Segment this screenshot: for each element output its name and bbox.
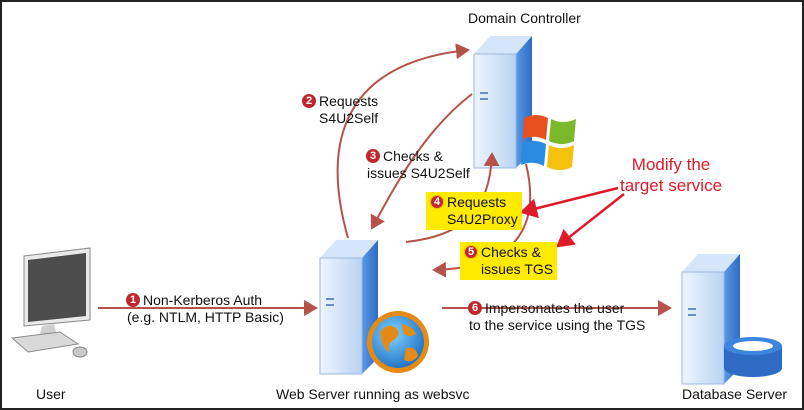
step-text-line1: Requests — [319, 93, 379, 109]
step-text-line2: issues TGS — [481, 261, 554, 277]
step-2-label: 2 Requests S4U2Self — [302, 93, 378, 127]
server-icon — [319, 240, 378, 375]
step-badge: 3 — [366, 149, 380, 163]
step-text-line1: Non-Kerberos Auth — [143, 292, 263, 308]
database-icon — [724, 337, 782, 377]
callout-line2: target service — [620, 176, 723, 195]
callout-line1: Modify the — [631, 155, 711, 174]
step-1-label: 1 Non-Kerberos Auth (e.g. NTLM, HTTP Bas… — [126, 292, 284, 326]
step-3-label: 3 Checks & issues S4U2Self — [366, 148, 470, 182]
node-label-web-server: Web Server running as websvc — [276, 386, 470, 402]
node-label-domain-controller: Domain Controller — [468, 10, 581, 26]
arrow-3 — [370, 93, 473, 230]
node-label-database-server: Database Server — [682, 386, 788, 402]
step-text-line1: Requests — [447, 194, 507, 210]
step-badge: 4 — [430, 195, 444, 209]
arrow-5 — [432, 163, 532, 278]
step-badge: 1 — [126, 293, 140, 307]
callout-arrow — [519, 186, 619, 219]
step-text-line2: S4U2Self — [319, 110, 379, 126]
callout-modify-target-service: Modify the target service — [620, 154, 722, 196]
step-badge: 5 — [464, 245, 478, 259]
step-text-line2: to the service using the TGS — [469, 317, 646, 333]
windows-logo-icon — [521, 115, 576, 170]
step-text-line2: issues S4U2Self — [367, 165, 470, 181]
step-badge: 2 — [302, 94, 316, 108]
step-text-line1: Checks & — [383, 148, 443, 164]
callout-arrow — [556, 193, 625, 248]
step-text-line1: Checks & — [481, 244, 541, 260]
node-label-user: User — [36, 386, 66, 402]
step-4-label: 4 Requests S4U2Proxy — [426, 192, 522, 230]
globe-icon — [367, 311, 429, 373]
step-badge: 6 — [468, 301, 482, 315]
monitor-icon — [10, 247, 91, 358]
step-text-line2: (e.g. NTLM, HTTP Basic) — [127, 309, 284, 325]
step-text-line2: S4U2Proxy — [447, 211, 518, 227]
step-text-line1: Impersonates the user — [485, 300, 625, 316]
step-5-label: 5 Checks & issues TGS — [460, 242, 558, 280]
step-6-label: 6 Impersonates the user to the service u… — [468, 300, 645, 334]
arrow-2 — [336, 43, 470, 239]
